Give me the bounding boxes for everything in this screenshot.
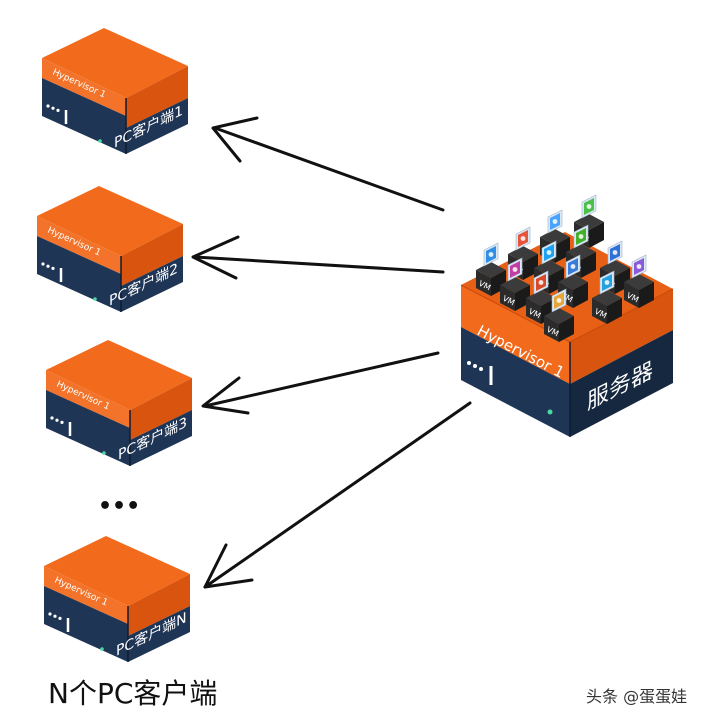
client-top-face <box>44 536 190 606</box>
chrome-icon <box>483 242 499 267</box>
app-icon <box>565 254 581 279</box>
client-port-dot <box>46 264 50 268</box>
client-port-dot <box>56 108 60 112</box>
vm-box: VM <box>624 254 654 308</box>
arrow-to-client-1 <box>211 116 445 212</box>
client-left-orange <box>37 216 121 274</box>
client-left-orange <box>46 370 130 428</box>
server-box: Hypervisor 1 服务器 VMVMVMVMVMVMVMVMVMVMVMV… <box>460 194 674 437</box>
client-left-navy <box>46 390 130 466</box>
arrow-to-client-2 <box>191 235 445 280</box>
arrow-to-client-n <box>203 401 472 589</box>
client-left-orange <box>44 566 128 624</box>
client-right-navy <box>128 606 190 662</box>
client-status-led <box>93 297 97 301</box>
vlc-icon <box>551 288 567 313</box>
server-status-led <box>547 409 553 415</box>
server-port-dots <box>467 361 483 371</box>
watermark: 头条 @蛋蛋娃 <box>586 687 688 706</box>
messages-icon <box>573 224 589 249</box>
client-right-orange <box>121 224 183 286</box>
client-right-navy <box>130 410 192 466</box>
client-right-orange <box>130 378 192 440</box>
client-right-orange <box>128 574 190 636</box>
instagram-icon <box>507 257 523 282</box>
client-top-face <box>46 340 192 410</box>
client-left-orange <box>42 58 126 116</box>
client-top-face <box>42 28 188 98</box>
client-port-dot <box>58 616 62 620</box>
client-status-led <box>102 451 106 455</box>
finder-icon <box>631 254 647 279</box>
client-left-navy <box>44 586 128 662</box>
client-port-dot <box>46 104 50 108</box>
clients-caption: N个PC客户端 <box>48 677 218 710</box>
client-port-dot <box>50 416 54 420</box>
ellipsis-dots: ••• <box>98 494 140 519</box>
client-right-navy <box>126 98 188 154</box>
arrow-to-client-3 <box>201 351 440 415</box>
client-port-dot <box>53 614 57 618</box>
twitter-icon <box>541 240 557 265</box>
client-port-dot <box>51 266 55 270</box>
calendar-icon <box>533 270 549 295</box>
vm-box: VM <box>500 257 530 311</box>
vlc-icon <box>547 209 563 234</box>
client-port-dot <box>55 418 59 422</box>
photo-icon <box>581 194 597 219</box>
client-top-face <box>37 186 183 256</box>
client-port-dot <box>51 106 55 110</box>
chrome-icon <box>599 270 615 295</box>
arrows <box>191 116 472 589</box>
vm-box: VM <box>476 242 506 296</box>
vm-box: VM <box>592 270 622 324</box>
client-port-dot <box>60 420 64 424</box>
client-right-orange <box>126 66 188 128</box>
vm-grid: VMVMVMVMVMVMVMVMVMVMVMVMVM <box>476 194 654 342</box>
safari-icon <box>607 240 623 265</box>
client-port-dot <box>41 262 45 266</box>
finder-icon <box>515 226 531 251</box>
vm-box: VM <box>544 288 574 342</box>
client-left-navy <box>37 236 121 312</box>
client-port-dot <box>48 612 52 616</box>
client-right-navy <box>121 256 183 312</box>
client-left-navy <box>42 78 126 154</box>
client-status-led <box>98 139 102 143</box>
client-status-led <box>100 647 104 651</box>
